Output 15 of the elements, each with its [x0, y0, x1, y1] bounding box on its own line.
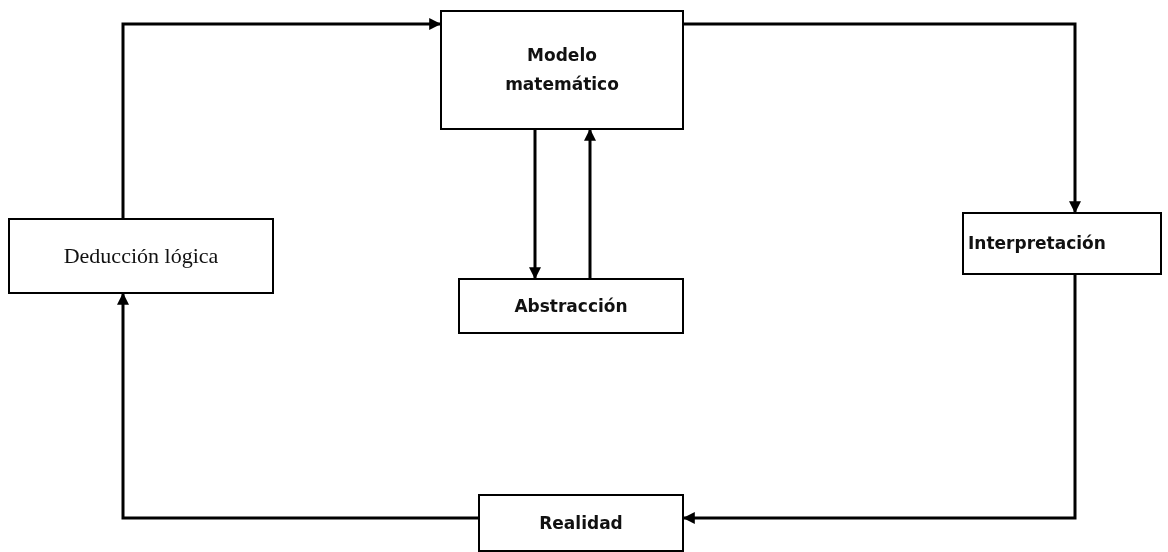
- arrow: [117, 292, 478, 520]
- arrow: [529, 130, 541, 280]
- arrow: [121, 18, 442, 218]
- process-box: [458, 278, 684, 334]
- process-box: [962, 212, 1162, 275]
- box-label: Modelo matemático: [504, 44, 620, 96]
- process-box: [8, 218, 274, 294]
- box-label: Abstracción: [514, 294, 628, 318]
- process-box: [440, 10, 684, 130]
- box-label: Interpretación: [968, 232, 1106, 256]
- process-box: [478, 494, 684, 552]
- box-label: Deducción lógica: [63, 242, 219, 271]
- arrow: [684, 22, 1081, 214]
- box-label: Realidad: [539, 511, 623, 535]
- arrow: [584, 128, 596, 278]
